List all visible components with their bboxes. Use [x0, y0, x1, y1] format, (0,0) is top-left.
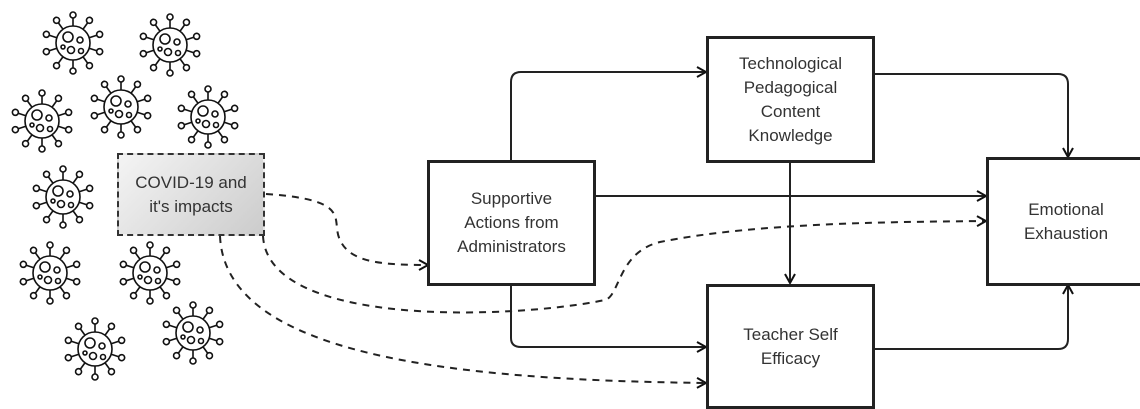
edge-tpck-to-exhaustion — [874, 73, 1068, 157]
coronavirus-icon — [178, 86, 239, 148]
coronavirus-icon — [120, 242, 181, 304]
node-supportive-actions-label: Supportive Actions from Administrators — [457, 189, 566, 256]
coronavirus-icon — [163, 302, 224, 364]
edge-supportive-to-tse — [510, 285, 706, 347]
edge-tse-to-exhaustion — [874, 285, 1068, 350]
coronavirus-icon — [43, 12, 104, 74]
node-tpck-label: Technological Pedagogical Content Knowle… — [738, 53, 842, 145]
coronavirus-icon — [91, 76, 152, 138]
edge-supportive-to-tpck — [510, 72, 706, 161]
node-teacher-self-efficacy: Teacher Self Efficacy — [706, 284, 875, 409]
coronavirus-icon — [33, 166, 94, 228]
node-emotional-exhaustion: Emotional Exhaustion — [986, 157, 1140, 286]
node-covid: COVID-19 and it's impacts — [117, 153, 265, 236]
edge-covid-to-supportive — [265, 193, 428, 265]
node-covid-label: COVID-19 and it's impacts — [135, 172, 247, 216]
node-tpck: Technological Pedagogical Content Knowle… — [706, 36, 875, 163]
coronavirus-icon — [20, 242, 81, 304]
coronavirus-icon — [65, 318, 126, 380]
edge-covid-to-exhaustion — [262, 221, 986, 314]
node-supportive-actions: Supportive Actions from Administrators — [427, 160, 596, 286]
coronavirus-icon — [140, 14, 201, 76]
node-emotional-exhaustion-label: Emotional Exhaustion — [1023, 199, 1109, 243]
coronavirus-icon — [12, 90, 73, 152]
node-teacher-self-efficacy-label: Teacher Self Efficacy — [743, 324, 838, 368]
